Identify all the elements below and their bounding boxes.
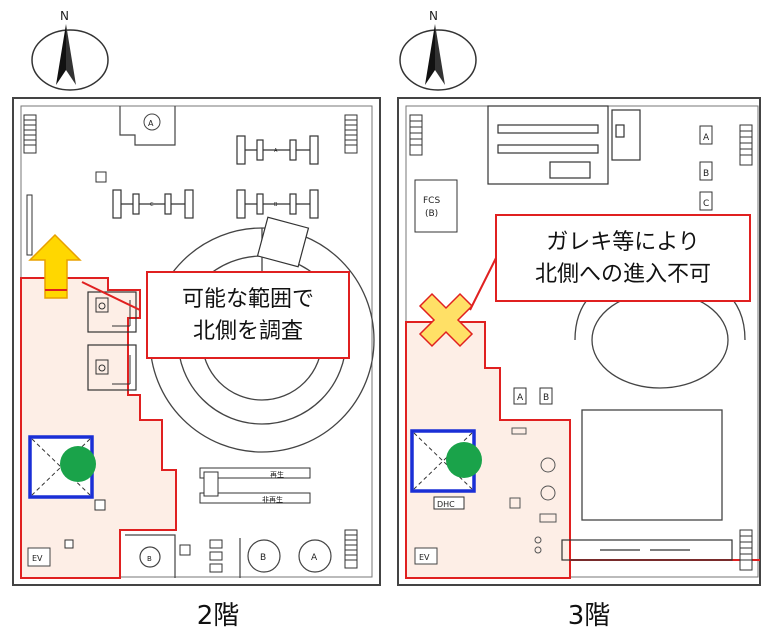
caption-2f: 2階 [197,601,240,631]
green-marker-3f [446,442,482,478]
label-ev-3f: EV [419,553,430,562]
compass-2f: N [31,9,109,91]
label-a-small-3f: A [517,393,524,403]
pool-3f [581,409,723,521]
label-fcs-line2-3f: (B) [425,209,438,219]
floor3-plan: N [397,9,761,631]
callout-2f-line1: 可能な範囲で [182,287,314,312]
label-hi-saisei-2f: 非再生 [262,495,283,504]
callout-2f: 可能な範囲で 北側を調査 [81,271,350,359]
label-b-bottom-2f: B [147,555,152,563]
survey-area-2f [20,277,177,579]
callout-3f-line1: ガレキ等により [546,230,700,255]
north-label-3f: N [429,9,438,23]
label-fcs-line1-3f: FCS [423,196,440,206]
north-arrow-2f [28,233,82,299]
label-saisei-2f: 再生 [270,470,284,479]
label-a-circle-2f: A [311,553,318,563]
label-b-rack-2f: B [274,202,278,208]
label-b-small-3f: B [543,393,549,403]
callout-3f: ガレキ等により 北側への進入不可 [469,214,751,311]
survey-area-3f [405,321,571,579]
north-label: N [60,9,69,23]
caption-3f: 3階 [568,601,611,631]
label-dhc-3f: DHC [437,500,455,509]
label-a-box-3f: A [703,133,710,143]
blocked-cross-3f [418,292,474,348]
label-c-rack-2f: C [150,202,154,208]
label-b-circle-2f: B [260,553,266,563]
callout-2f-line2: 北側を調査 [193,319,303,344]
label-a-top-2f: A [148,119,154,128]
compass-3f: N [399,9,477,91]
floor2-plan: N A [12,9,381,631]
label-ev-2f: EV [32,554,43,563]
label-b-box-3f: B [703,169,709,179]
label-a-rack-2f: A [274,148,278,154]
label-c-box-3f: C [703,199,709,209]
callout-3f-line2: 北側への進入不可 [535,262,711,287]
green-marker-2f [60,446,96,482]
